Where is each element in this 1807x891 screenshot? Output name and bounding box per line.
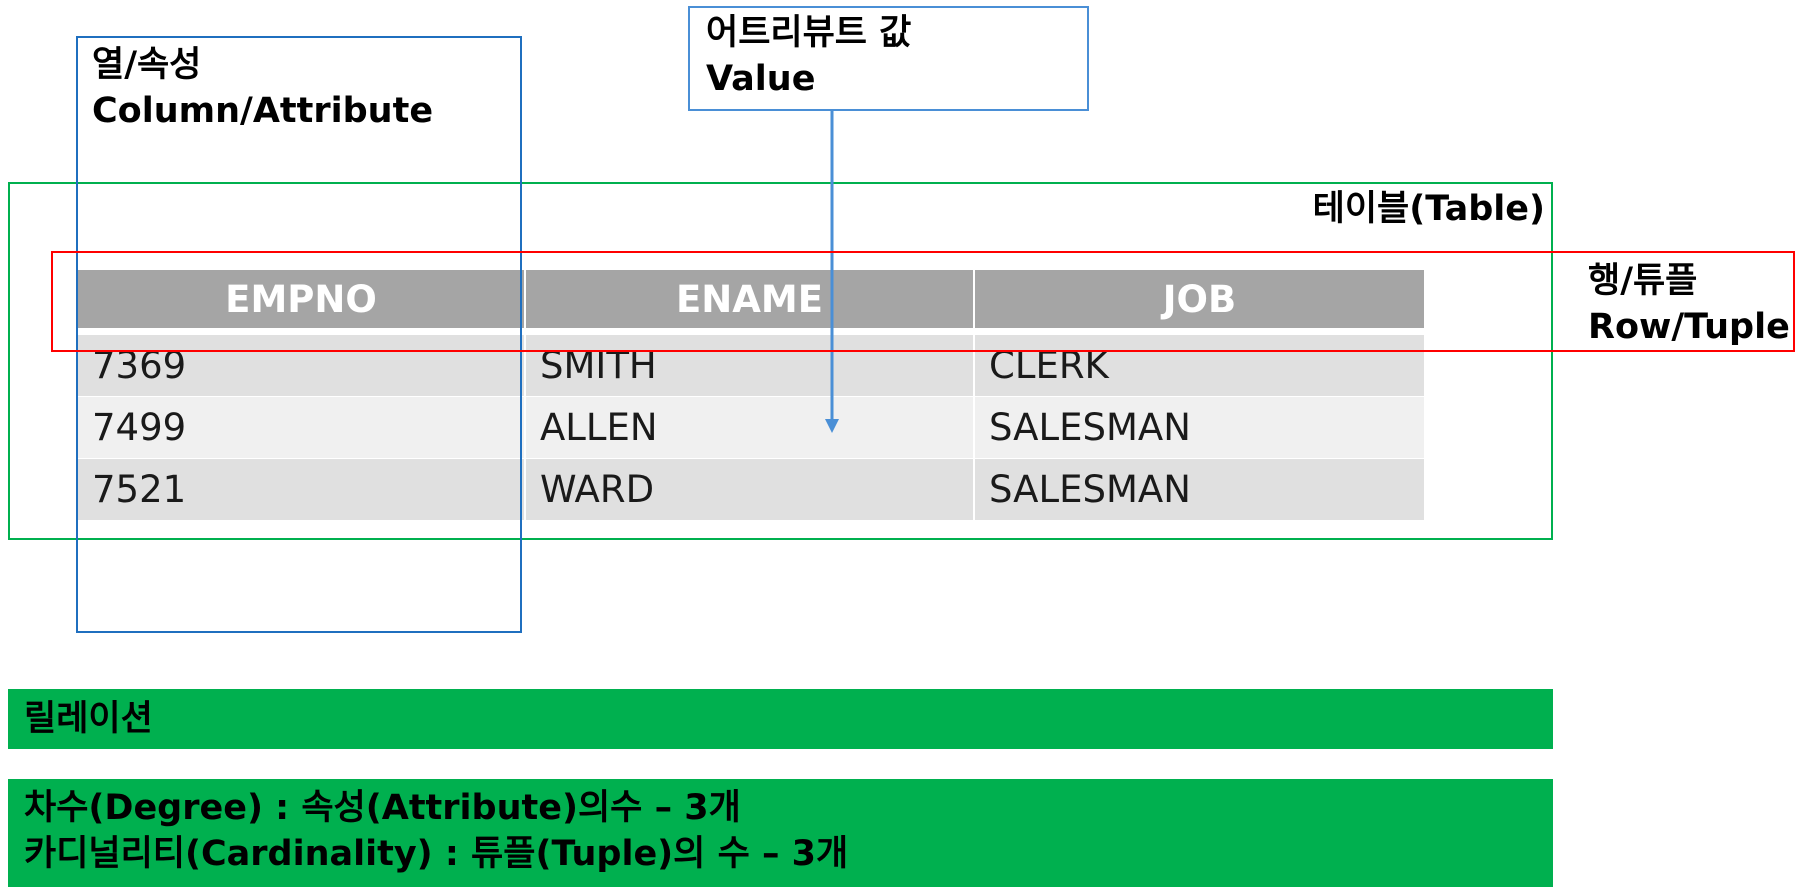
value-arrow [825,111,839,433]
column-attribute-frame [76,36,522,633]
value-label-en: Value [706,59,816,99]
column-label-en: Column/Attribute [92,91,434,131]
header-cell-empno: EMPNO [78,270,526,328]
value-label-ko: 어트리뷰트 값 [706,13,912,53]
table-frame [8,182,1553,540]
column-attribute-label: 열/속성 Column/Attribute [92,42,433,134]
row-label-ko: 행/튜플 [1588,261,1698,301]
value-arrow-head [825,419,839,433]
value-label: 어트리뷰트 값 Value [706,10,911,102]
relation-label: 릴레이션 [24,699,153,739]
table-cell: 7499 [78,397,526,458]
cardinality-text: 카디널리티(Cardinality) : 튜플(Tuple)의 수 – 3개 [24,834,849,874]
header-cell-job: JOB [975,270,1424,328]
degree-text: 차수(Degree) : 속성(Attribute)의수 – 3개 [24,788,741,828]
table-cell: SALESMAN [975,397,1424,458]
column-label-ko: 열/속성 [92,45,202,85]
table-cell: WARD [526,459,975,520]
table-header-row: EMPNO ENAME JOB [78,270,1424,328]
row-tuple-frame [51,251,1795,352]
stats-bar: 차수(Degree) : 속성(Attribute)의수 – 3개 카디널리티(… [8,779,1553,887]
table-row: 7499 ALLEN SALESMAN [78,396,1424,458]
table-cell: 7521 [78,459,526,520]
table-cell: ALLEN [526,397,975,458]
header-cell-ename: ENAME [526,270,975,328]
value-frame [688,6,1089,111]
row-label-en: Row/Tuple [1588,307,1790,347]
table-row: 7521 WARD SALESMAN [78,458,1424,520]
table-label: 테이블(Table) [1312,189,1545,229]
table-cell: SALESMAN [975,459,1424,520]
relation-bar: 릴레이션 [8,689,1553,749]
row-tuple-label: 행/튜플 Row/Tuple [1588,258,1790,350]
data-table: EMPNO ENAME JOB 7369 SMITH CLERK 7499 AL… [78,270,1424,520]
